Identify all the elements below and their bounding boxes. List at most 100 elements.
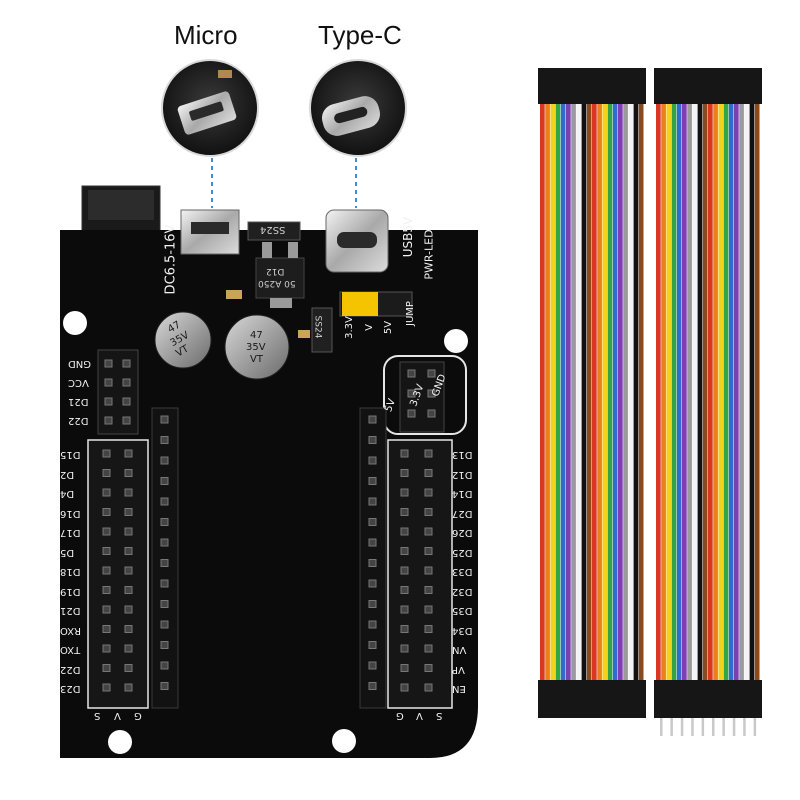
header-pin (424, 605, 433, 614)
micro-usb-port (180, 209, 240, 255)
header-pin (400, 683, 409, 692)
header-pin (368, 538, 377, 547)
header-pin (124, 527, 133, 536)
jumper-wire (723, 100, 729, 680)
header-pin (424, 488, 433, 497)
header-pin (424, 469, 433, 477)
header-pin (160, 661, 169, 670)
header-pin (368, 682, 377, 690)
jumper-wire (692, 100, 698, 680)
jumper-wire (566, 100, 571, 680)
jumper-wire (586, 100, 592, 680)
header-pin (124, 566, 133, 575)
header-pin (124, 644, 133, 653)
dupont-jumper-wires (538, 68, 762, 736)
header-pin (400, 605, 409, 614)
male-pin (701, 718, 705, 736)
male-pin (680, 718, 684, 736)
header-pin (160, 415, 169, 424)
header-pin (400, 625, 409, 633)
jumper-wire (708, 100, 713, 680)
jumper-wire (728, 100, 734, 680)
micro-usb-label: Micro (174, 20, 238, 50)
header-pin (368, 641, 377, 649)
header-pin (104, 397, 113, 406)
header-pin (160, 436, 169, 444)
header-pin (368, 477, 377, 485)
connector-housing-bottom (538, 680, 646, 718)
header-pin (160, 518, 169, 526)
smd-capacitor (298, 330, 310, 338)
header-pin (407, 409, 416, 418)
header-pin (400, 664, 409, 672)
header-pin (124, 508, 133, 516)
header-pin (102, 449, 111, 458)
header-pin (102, 625, 111, 633)
header-pin (124, 586, 133, 594)
header-pin (368, 497, 377, 506)
jumper-wire (555, 100, 561, 680)
header-pin (160, 620, 169, 629)
header-pin (160, 538, 169, 547)
header-pin (400, 488, 409, 497)
header-pin (124, 547, 133, 555)
header-pin (122, 359, 131, 368)
jumper-wire (618, 100, 623, 680)
capacitor-right (224, 314, 290, 380)
header-pin (124, 488, 133, 497)
header-pin (124, 605, 133, 614)
header-pin (160, 600, 169, 608)
header-pin (424, 664, 433, 672)
type-c-zoom (309, 59, 407, 208)
male-pin (670, 718, 673, 736)
header-pin (368, 661, 377, 670)
header-pin (400, 644, 409, 653)
connector-housing-top (654, 68, 762, 104)
connector-housing-bottom (654, 680, 762, 718)
header-pin (102, 683, 111, 692)
jumper-wire (734, 100, 739, 680)
jumper-wire (656, 100, 661, 680)
header-pin (424, 547, 433, 555)
aux-header (97, 349, 139, 435)
jumper-wire (597, 100, 602, 680)
header-pin (407, 389, 416, 398)
jumper-wire (702, 100, 708, 680)
header-pin (104, 416, 113, 425)
header-pin (368, 600, 377, 608)
jumper-wire (754, 100, 760, 680)
power-header (383, 355, 467, 435)
male-pin (743, 718, 746, 736)
header-pin (102, 664, 111, 672)
header-pin (160, 477, 169, 485)
header-pin (122, 378, 131, 387)
header-pin (424, 449, 433, 458)
jumper-wire (687, 100, 692, 680)
jumper-wire (749, 100, 755, 680)
header-pin (400, 449, 409, 458)
header-pin (400, 469, 409, 477)
jumper-wire (623, 100, 628, 680)
jumper-wire (739, 100, 744, 680)
jumper-wire (581, 100, 587, 680)
header-pin (368, 456, 377, 465)
header-pin (124, 664, 133, 672)
jumper-wire (713, 100, 718, 680)
header-pin (368, 436, 377, 444)
header-pin (368, 579, 377, 588)
header-pin (124, 449, 133, 458)
smd-resistor (226, 290, 242, 299)
header-pin (424, 683, 433, 692)
header-pin (368, 559, 377, 567)
male-pin (732, 718, 736, 736)
header-pin (122, 416, 131, 425)
jumper-wire (545, 100, 550, 680)
header-pin (427, 369, 436, 378)
header-pin (102, 469, 111, 477)
header-pin (424, 644, 433, 653)
header-pin (102, 566, 111, 575)
header-pin (407, 369, 416, 378)
header-pin (160, 559, 169, 567)
header-pin (102, 644, 111, 653)
diode-side (311, 307, 333, 353)
